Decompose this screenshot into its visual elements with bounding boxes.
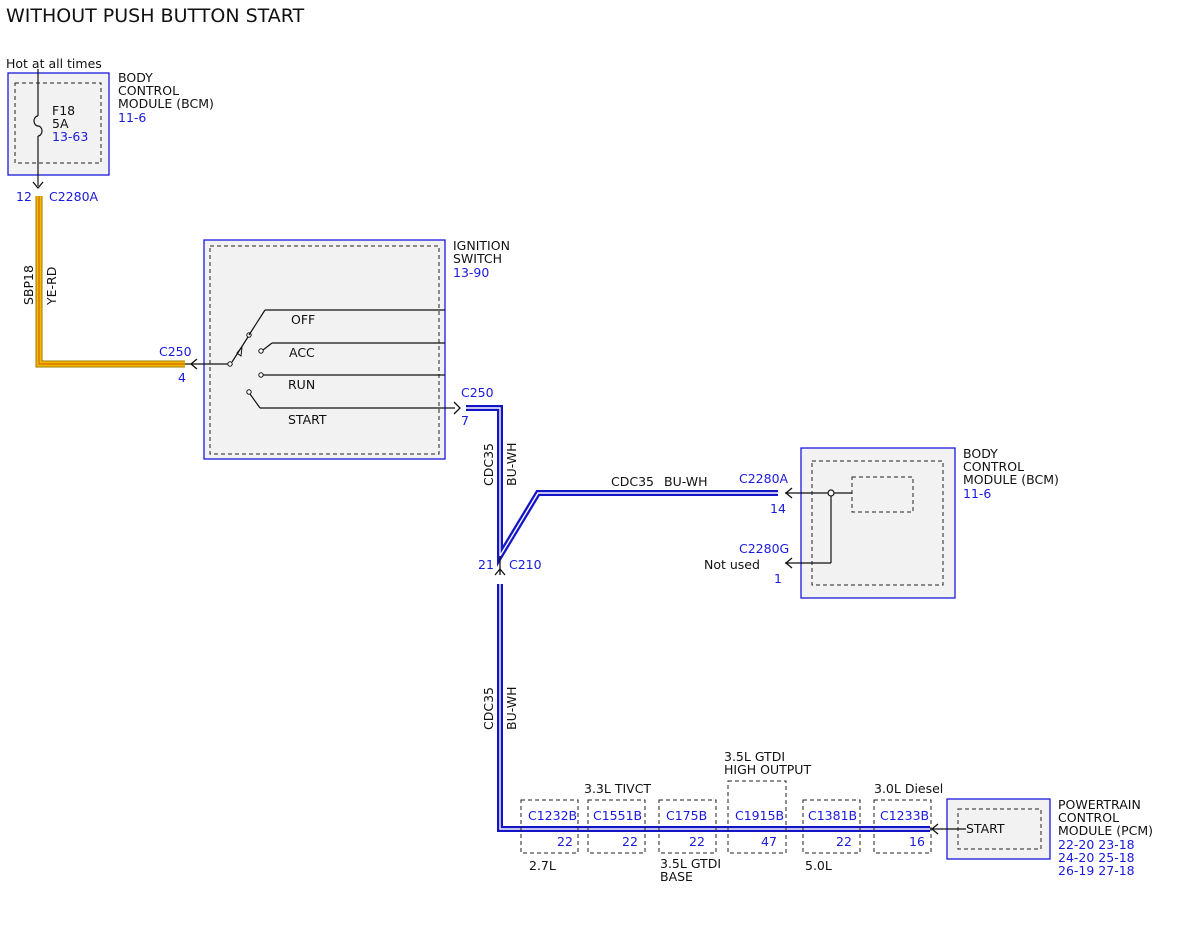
ignition-input-connector: C250 (159, 344, 192, 359)
ignition-switch-name-1: IGNITION (453, 238, 510, 253)
ignition-switch-contacts (227, 309, 455, 409)
bcm-right-unused-label: Not used (704, 557, 760, 572)
wire-cdc35-upper-circuit: CDC35 (481, 443, 496, 486)
connector-arrow-icon (32, 181, 44, 190)
diagram-title: WITHOUT PUSH BUTTON START (6, 5, 305, 27)
pcm-ref-1: 22-20 23-18 (1058, 837, 1135, 852)
wire-cdc35-lower-circuit: CDC35 (481, 687, 496, 730)
fuse-rating: 5A (52, 116, 69, 131)
engine-label-3-0l-diesel: 3.0L Diesel (874, 781, 943, 796)
inline-connector-c1233b: C1233B 16 (873, 799, 932, 854)
engine-label-3-5l-gtdi-base: 3.5L GTDI BASE (660, 857, 721, 883)
engine-label-3-3l-tivct: 3.3L TIVCT (584, 781, 651, 796)
connector-id: C175B (666, 808, 707, 823)
connector-id: C1233B (880, 808, 929, 823)
bcm-right-unused-pin: 1 (774, 571, 782, 586)
bcm-right-module (800, 447, 956, 599)
connector-arrow-icon (784, 487, 793, 499)
bcm-right-unused-connector: C2280G (739, 541, 789, 556)
bcm-top-name-3: MODULE (BCM) (118, 96, 214, 111)
connector-arrow-icon (453, 401, 461, 415)
bcm-top-name-1: BODY (118, 70, 153, 85)
bcm-top-pin: 12 (16, 189, 32, 204)
connector-arrow-icon (930, 823, 939, 835)
connector-pin: 47 (761, 834, 777, 849)
ignition-switch-module (203, 239, 446, 460)
connector-pin: 22 (622, 834, 638, 849)
inline-connector-c1232b: C1232B 22 (520, 799, 579, 854)
ignition-output-pin: 7 (461, 413, 469, 428)
bcm-right-internal-wiring (785, 489, 852, 564)
pcm-function: START (966, 821, 1005, 836)
connector-id: C1381B (808, 808, 857, 823)
switch-position-run: RUN (288, 377, 315, 392)
splice-connector: C210 (509, 557, 542, 572)
bcm-right-name-1: BODY (963, 446, 998, 461)
connector-pin: 22 (836, 834, 852, 849)
engine-label-5-0l: 5.0L (805, 858, 832, 873)
fuse-ref: 13-63 (52, 129, 88, 144)
connector-arrow-icon (189, 358, 198, 370)
switch-position-off: OFF (291, 312, 315, 327)
splice-pin: 21 (478, 557, 494, 572)
bcm-top-module (7, 72, 110, 176)
connector-pin: 16 (909, 834, 925, 849)
connector-pin: 22 (689, 834, 705, 849)
connector-pin: 22 (557, 834, 573, 849)
wire-sbp18 (35, 196, 185, 368)
engine-label-3-5l-gtdi-high-output: 3.5L GTDI HIGH OUTPUT (724, 750, 811, 776)
pcm-name-1: POWERTRAIN (1058, 797, 1141, 812)
connector-id: C1551B (593, 808, 642, 823)
inline-connector-c1551b: C1551B 22 (587, 799, 646, 854)
connector-id: C1232B (528, 808, 577, 823)
wire-sbp18-circuit: SBP18 (21, 265, 36, 305)
pcm-name-2: CONTROL (1058, 810, 1119, 825)
bcm-right-name-3: MODULE (BCM) (963, 472, 1059, 487)
bcm-top-ref: 11-6 (118, 110, 146, 125)
connector-id: C1915B (735, 808, 784, 823)
wire-cdc35-horizontal-circuit: CDC35 (611, 474, 654, 489)
wire-cdc35-upper-color: BU-WH (504, 443, 519, 487)
wire-sbp18-color: YE-RD (44, 267, 59, 306)
bcm-top-name-2: CONTROL (118, 83, 179, 98)
bcm-top-connector: C2280A (49, 189, 99, 204)
ignition-output-connector: C250 (461, 385, 494, 400)
wire-cdc35-horizontal-color: BU-WH (664, 474, 708, 489)
fuse-icon (33, 69, 43, 186)
ignition-switch-ref: 13-90 (453, 265, 489, 280)
pcm-ref-3: 26-19 27-18 (1058, 863, 1135, 878)
switch-position-start: START (288, 412, 327, 427)
switch-position-acc: ACC (289, 345, 315, 360)
bcm-right-pin: 14 (770, 501, 786, 516)
engine-label-2-7l: 2.7L (529, 858, 556, 873)
connector-arrow-icon (784, 557, 793, 569)
pcm-name-3: MODULE (PCM) (1058, 823, 1153, 838)
fuse-id: F18 (52, 103, 75, 118)
bcm-right-name-2: CONTROL (963, 459, 1024, 474)
bcm-right-ref: 11-6 (963, 486, 991, 501)
ignition-switch-name-2: SWITCH (453, 251, 502, 266)
bcm-right-connector: C2280A (739, 471, 789, 486)
inline-connector-c175b: C175B 22 (658, 799, 717, 854)
connector-arrow-icon (494, 567, 506, 576)
power-label: Hot at all times (6, 56, 102, 71)
wire-cdc35-lower-color: BU-WH (504, 687, 519, 731)
inline-connector-c1915b: C1915B 47 (727, 780, 787, 854)
pcm-ref-2: 24-20 25-18 (1058, 850, 1135, 865)
ignition-input-pin: 4 (178, 370, 186, 385)
inline-connector-c1381b: C1381B 22 (802, 799, 861, 854)
